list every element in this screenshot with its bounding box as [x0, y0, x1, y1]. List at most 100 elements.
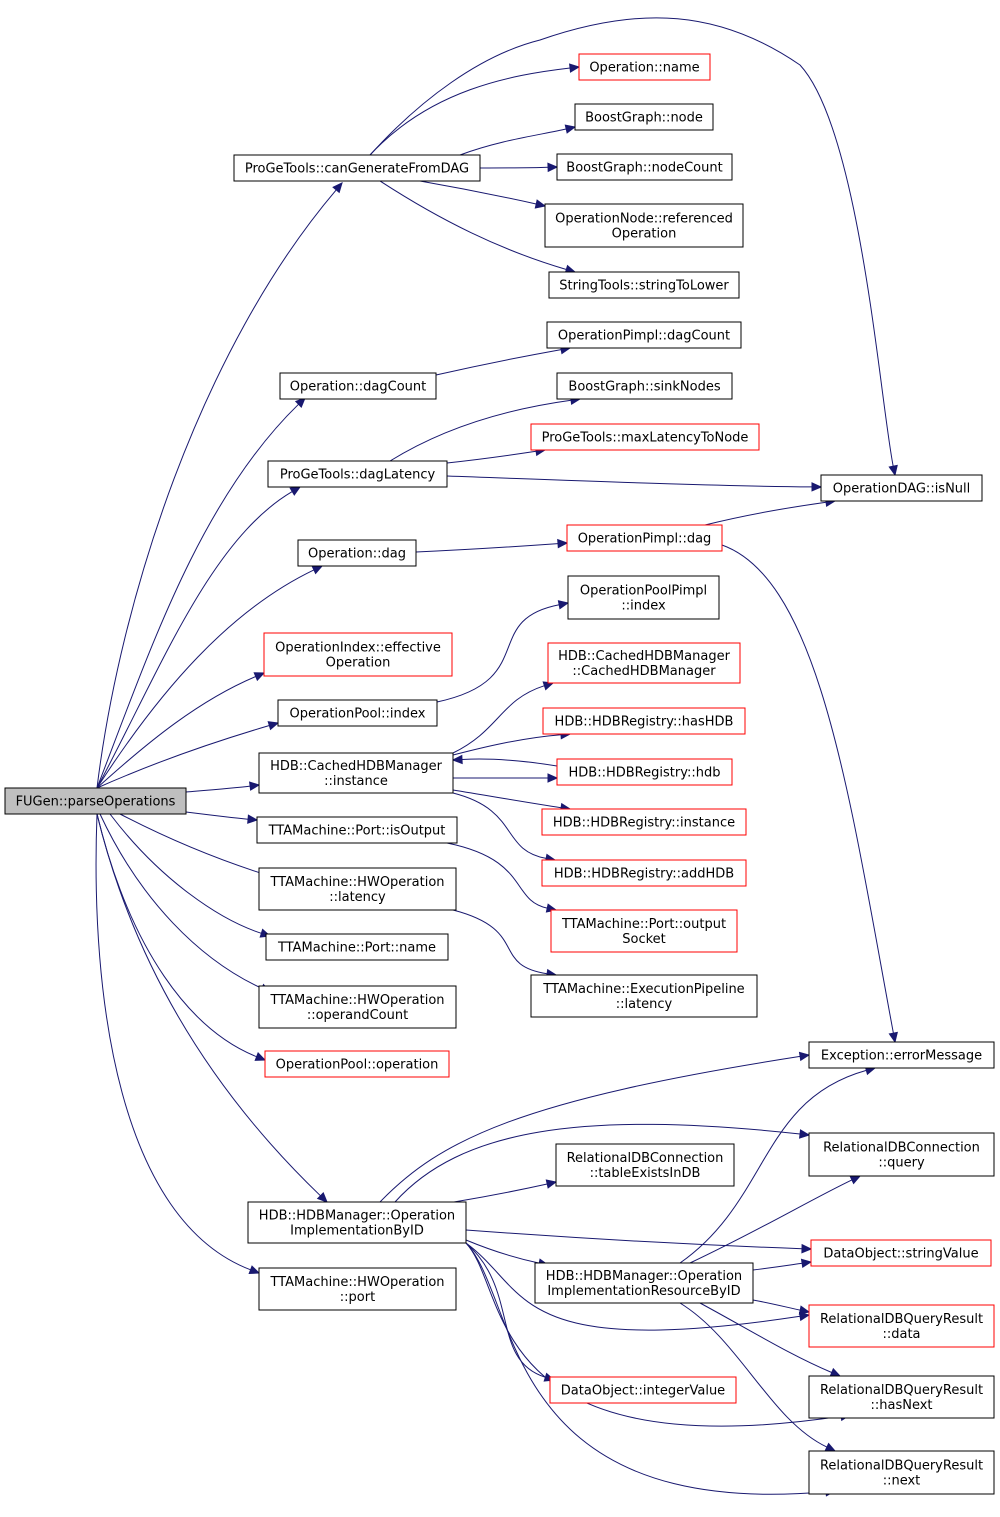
function-node-label: OperationPimpl::dagCount	[558, 329, 730, 344]
function-node-bg-node[interactable]: BoostGraph::node	[574, 103, 714, 131]
function-node-exc-err[interactable]: Exception::errorMessage	[808, 1041, 995, 1069]
function-node-opimpl-dag[interactable]: OperationPimpl::dag	[566, 524, 723, 552]
call-edge-pgt_cangen-to-bg_nodecount	[479, 162, 559, 173]
function-node-label: ::index	[621, 599, 666, 614]
function-node-opimpl-dagcount[interactable]: OperationPimpl::dagCount	[546, 321, 742, 349]
function-node-hwop-opcount[interactable]: TTAMachine::HWOperation::operandCount	[258, 985, 457, 1029]
function-node-label: TTAMachine::HWOperation	[269, 875, 444, 890]
function-node-rqr-data[interactable]: RelationalDBQueryResult::data	[808, 1304, 995, 1348]
function-node-pgt-maxlat[interactable]: ProGeTools::maxLatencyToNode	[530, 423, 760, 451]
function-node-label: BoostGraph::nodeCount	[566, 161, 722, 176]
function-node-label: OperationNode::referenced	[555, 212, 733, 227]
function-node-rdb-query[interactable]: RelationalDBConnection::query	[808, 1132, 995, 1177]
function-node-hdbm-opimplres[interactable]: HDB::HDBManager::OperationImplementation…	[534, 1262, 754, 1304]
function-node-rqr-next[interactable]: RelationalDBQueryResult::next	[808, 1450, 995, 1495]
function-node-label: OperationDAG::isNull	[833, 482, 971, 497]
function-node-label: ::hasNext	[870, 1398, 932, 1413]
function-node-rdb-table[interactable]: RelationalDBConnection::tableExistsInDB	[555, 1143, 735, 1187]
function-node-port-isout[interactable]: TTAMachine::Port::isOutput	[256, 816, 458, 844]
function-node-label: HDB::HDBRegistry::instance	[553, 816, 735, 831]
function-node-label: DataObject::integerValue	[561, 1384, 725, 1399]
call-edge-hdbm_opimplres-to-rqr_data	[752, 1299, 811, 1315]
call-edge-hdbm_opimpl-to-rqr_data	[465, 1242, 811, 1331]
function-node-label: ::data	[882, 1327, 920, 1342]
call-edge-chdb_inst-to-reg_addhdb	[452, 792, 557, 863]
function-node-chdb-ctor[interactable]: HDB::CachedHDBManager::CachedHDBManager	[547, 642, 741, 684]
call-edge-reg_hdb-to-chdb_inst	[451, 754, 558, 767]
function-node-label: OperationPool::index	[290, 707, 426, 722]
function-node-label: TTAMachine::Port::isOutput	[268, 824, 446, 839]
function-node-rqr-hasnext[interactable]: RelationalDBQueryResult::hasNext	[808, 1375, 995, 1419]
call-edge-hdbm_opimplres-to-dobj_str	[752, 1258, 813, 1271]
function-node-label: BoostGraph::sinkNodes	[568, 380, 720, 395]
call-edge-oppool_index-to-oppoolimpl_index	[436, 600, 570, 703]
call-edge-chdb_inst-to-reg_hdb	[453, 773, 559, 783]
call-edge-fugen-to-oppool_index	[96, 721, 280, 789]
function-node-reg-hdb[interactable]: HDB::HDBRegistry::hdb	[556, 758, 733, 786]
function-node-oppoolimpl-index[interactable]: OperationPoolPimpl::index	[567, 575, 720, 620]
call-edge-op_dagcount-to-opimpl_dagcount	[435, 345, 572, 376]
function-node-label: TTAMachine::HWOperation	[269, 993, 444, 1008]
function-node-label: Operation	[326, 656, 391, 671]
function-node-label: RelationalDBQueryResult	[820, 1383, 983, 1398]
function-node-op-dagcount[interactable]: Operation::dagCount	[279, 372, 437, 400]
function-node-label: OperationPimpl::dag	[578, 532, 712, 547]
function-node-reg-addhdb[interactable]: HDB::HDBRegistry::addHDB	[541, 859, 747, 887]
function-node-bg-nodecount[interactable]: BoostGraph::nodeCount	[556, 153, 733, 181]
call-edge-fugen-to-pgt_cangen	[96, 182, 343, 789]
function-node-label: ImplementationResourceByID	[547, 1284, 740, 1299]
function-node-label: Socket	[622, 932, 666, 947]
call-edge-fugen-to-chdb_inst	[185, 781, 261, 793]
function-node-reg-inst[interactable]: HDB::HDBRegistry::instance	[541, 808, 747, 836]
function-node-label: OperationPool::operation	[276, 1058, 439, 1073]
function-node-dobj-str[interactable]: DataObject::stringValue	[810, 1239, 992, 1267]
function-node-label: Exception::errorMessage	[821, 1049, 982, 1064]
function-node-label: ::CachedHDBManager	[572, 664, 716, 679]
function-node-label: RelationalDBConnection	[567, 1151, 724, 1166]
function-node-label: RelationalDBConnection	[823, 1141, 980, 1156]
function-node-hwop-lat[interactable]: TTAMachine::HWOperation::latency	[258, 867, 457, 911]
function-node-label: OperationPoolPimpl	[580, 584, 707, 599]
function-node-op-dag[interactable]: Operation::dag	[297, 539, 417, 567]
function-node-op-name[interactable]: Operation::name	[578, 53, 711, 81]
function-node-oppool-index[interactable]: OperationPool::index	[277, 699, 438, 727]
function-node-opdag-isnull[interactable]: OperationDAG::isNull	[820, 474, 983, 502]
function-node-pgt-daglat[interactable]: ProGeTools::dagLatency	[267, 460, 448, 488]
function-node-chdb-inst[interactable]: HDB::CachedHDBManager::instance	[258, 752, 454, 794]
function-node-label: ProGeTools::dagLatency	[280, 468, 436, 483]
function-node-label: ImplementationByID	[290, 1224, 424, 1239]
function-node-label: HDB::CachedHDBManager	[270, 759, 442, 774]
function-node-fugen[interactable]: FUGen::parseOperations	[4, 787, 187, 815]
function-node-label: ::next	[883, 1474, 921, 1489]
function-node-hwop-port[interactable]: TTAMachine::HWOperation::port	[258, 1267, 457, 1311]
call-graph-edges	[95, 17, 898, 1497]
function-node-hdbm-opimpl[interactable]: HDB::HDBManager::OperationImplementation…	[247, 1201, 467, 1244]
function-node-str-lower[interactable]: StringTools::stringToLower	[548, 271, 740, 299]
function-node-label: Operation	[612, 227, 677, 242]
function-node-port-name[interactable]: TTAMachine::Port::name	[265, 933, 449, 961]
call-edge-chdb_inst-to-reg_inst	[452, 789, 572, 813]
function-node-label: ::instance	[324, 774, 388, 789]
call-edge-fugen-to-pgt_daglat	[96, 486, 302, 789]
call-edge-pgt_cangen-to-op_name	[369, 63, 581, 156]
call-edge-opimpl_dag-to-opdag_isnull	[704, 497, 837, 526]
function-node-label: TTAMachine::Port::name	[277, 941, 436, 956]
function-node-oppool-op[interactable]: OperationPool::operation	[264, 1050, 450, 1078]
call-edge-pgt_cangen-to-bg_node	[459, 124, 577, 156]
function-node-reg-hashdb[interactable]: HDB::HDBRegistry::hasHDB	[542, 707, 746, 735]
function-node-dobj-int[interactable]: DataObject::integerValue	[549, 1376, 737, 1404]
call-edge-fugen-to-opindex_eff	[96, 672, 266, 789]
function-node-label: HDB::HDBRegistry::hasHDB	[555, 715, 734, 730]
function-node-bg-sink[interactable]: BoostGraph::sinkNodes	[556, 372, 733, 400]
function-node-label: FUGen::parseOperations	[16, 795, 176, 810]
function-node-label: HDB::HDBRegistry::hdb	[569, 766, 721, 781]
function-node-label: Operation::dag	[308, 547, 406, 562]
call-edge-fugen-to-hwop_port	[95, 813, 261, 1275]
function-node-exe-lat[interactable]: TTAMachine::ExecutionPipeline::latency	[530, 974, 758, 1018]
function-node-pgt-cangen[interactable]: ProGeTools::canGenerateFromDAG	[233, 154, 481, 182]
call-edge-fugen-to-op_dagcount	[96, 397, 306, 789]
